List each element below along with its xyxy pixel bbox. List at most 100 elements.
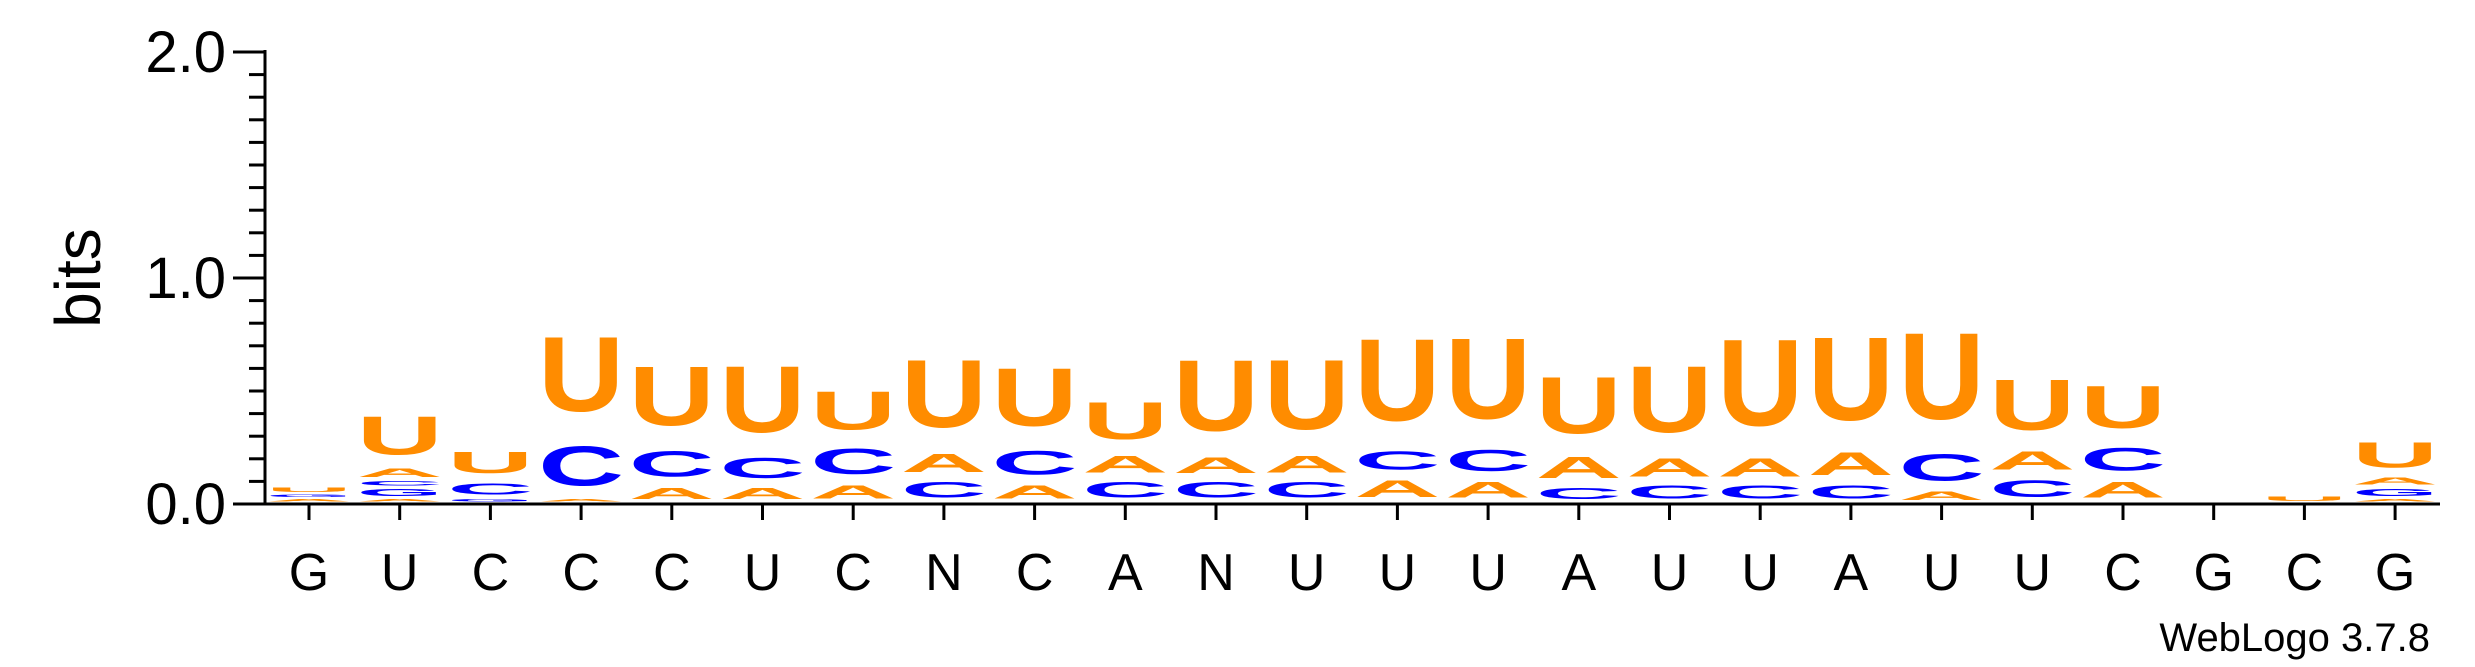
logo-letter-c: C xyxy=(1445,444,1531,478)
logo-letter-a: A xyxy=(1627,453,1713,482)
logo-letter-a: A xyxy=(1989,446,2075,475)
logo-letter-u: U xyxy=(2080,374,2166,442)
logo-letter-g: G xyxy=(357,487,443,498)
x-position-label: N xyxy=(1197,544,1235,602)
x-position-label: G xyxy=(2193,544,2233,602)
x-position-label: C xyxy=(1016,544,1054,602)
logo-letter-c: C xyxy=(357,480,443,487)
logo-letter-c: C xyxy=(719,453,805,484)
logo-letter-a: A xyxy=(357,498,443,503)
x-position-label: U xyxy=(381,544,419,602)
x-position-label: G xyxy=(2375,544,2415,602)
logo-letter-c: C xyxy=(1899,446,1985,489)
logo-letter-a: A xyxy=(1536,451,1622,485)
logo-letter-c: C xyxy=(1354,446,1440,475)
x-position-label: G xyxy=(289,544,329,602)
logo-letter-u: U xyxy=(901,340,987,448)
x-position-label: U xyxy=(1923,544,1961,602)
logo-letter-c: C xyxy=(1627,482,1713,502)
logo-letter-a: A xyxy=(810,482,896,502)
weblogo-credit: WebLogo 3.7.8 xyxy=(2159,616,2430,660)
x-position-label: U xyxy=(1651,544,1689,602)
logo-letter-u: U xyxy=(447,446,533,480)
logo-letter-u: U xyxy=(1717,314,1803,452)
logo-letter-c: C xyxy=(992,444,1078,482)
logo-letter-c: C xyxy=(1808,482,1894,502)
x-position-label: C xyxy=(562,544,600,602)
logo-letter-a: A xyxy=(1717,453,1803,482)
logo-letter-c: C xyxy=(810,441,896,482)
logo-letter-u: U xyxy=(1989,364,2075,445)
y-tick-label: 2.0 xyxy=(145,20,226,85)
logo-letter-u: U xyxy=(810,380,896,441)
x-position-label: C xyxy=(2286,544,2324,602)
logo-letter-a: A xyxy=(266,498,352,503)
logo-letter-g: G xyxy=(447,498,533,503)
x-position-label: N xyxy=(925,544,963,602)
y-tick-label: 0.0 xyxy=(145,472,226,537)
x-position-label: C xyxy=(834,544,872,602)
logo-letter-c: C xyxy=(1989,475,2075,502)
logo-letter-u: U xyxy=(1264,340,1350,450)
logo-letter-u: U xyxy=(2352,434,2438,475)
logo-letter-a: A xyxy=(629,485,715,503)
logo-letter-u: U xyxy=(1808,313,1894,446)
logo-letter-stacks: AGUAGCAUGCUACUACUACUACUCAUACUCAUCAUCAUAC… xyxy=(266,307,2438,502)
logo-letter-u: U xyxy=(1082,392,1168,450)
logo-letter-a: A xyxy=(1445,478,1531,503)
logo-letter-u: U xyxy=(266,487,352,494)
logo-letter-u: U xyxy=(1899,307,1985,445)
logo-letter-a: A xyxy=(1808,446,1894,482)
logo-letter-u: U xyxy=(1354,315,1440,446)
logo-letter-a: A xyxy=(901,448,987,477)
logo-letter-a: A xyxy=(719,485,805,503)
logo-letter-a: A xyxy=(1082,451,1168,478)
x-position-label: C xyxy=(472,544,510,602)
logo-letter-a: A xyxy=(1899,489,1985,503)
logo-letter-g: G xyxy=(266,493,352,498)
x-position-label: U xyxy=(1469,544,1507,602)
logo-letter-c: C xyxy=(2080,442,2166,478)
x-position-label: U xyxy=(2014,544,2052,602)
x-position-label: A xyxy=(1561,544,1596,602)
logo-letter-a: A xyxy=(2352,498,2438,503)
x-position-label: U xyxy=(1379,544,1417,602)
logo-letter-u: U xyxy=(538,315,624,434)
logo-letter-a: A xyxy=(992,482,1078,502)
logo-letter-a: A xyxy=(1264,451,1350,478)
logo-letter-u: U xyxy=(1445,314,1531,443)
logo-letter-c: C xyxy=(629,443,715,484)
x-position-label: A xyxy=(1108,544,1143,602)
y-axis-label: bits xyxy=(42,228,114,328)
x-position-label: U xyxy=(1741,544,1779,602)
logo-letter-a: A xyxy=(1173,453,1259,478)
logo-letter-u: U xyxy=(357,405,443,466)
logo-letter-u: U xyxy=(1536,360,1622,450)
logo-letter-u: U xyxy=(992,350,1078,443)
x-position-label: A xyxy=(1834,544,1869,602)
logo-letter-u: U xyxy=(1173,340,1259,452)
logo-letter-u: U xyxy=(1627,346,1713,452)
logo-letter-c: C xyxy=(1536,485,1622,503)
logo-letter-a: A xyxy=(2080,478,2166,503)
logo-letter-c: C xyxy=(538,435,624,498)
logo-letter-a: A xyxy=(538,498,624,503)
logo-letter-c: C xyxy=(447,480,533,498)
logo-letter-u: U xyxy=(629,348,715,443)
logo-letter-c: C xyxy=(1264,478,1350,503)
logo-letter-g: G xyxy=(2352,487,2438,498)
x-position-label: U xyxy=(744,544,782,602)
y-tick-label: 1.0 xyxy=(145,246,226,311)
y-axis-ticks: 0.0 1.0 2.0 xyxy=(145,20,265,537)
logo-letter-c: C xyxy=(901,478,987,503)
x-position-label: C xyxy=(2104,544,2142,602)
logo-letter-a: A xyxy=(2352,475,2438,486)
logo-letter-a: A xyxy=(357,466,443,480)
logo-letter-u: U xyxy=(2261,496,2347,503)
logo-letter-u: U xyxy=(720,346,806,452)
logo-letter-c: C xyxy=(1173,478,1259,503)
logo-letter-c: C xyxy=(1082,478,1168,503)
x-position-label: U xyxy=(1288,544,1326,602)
